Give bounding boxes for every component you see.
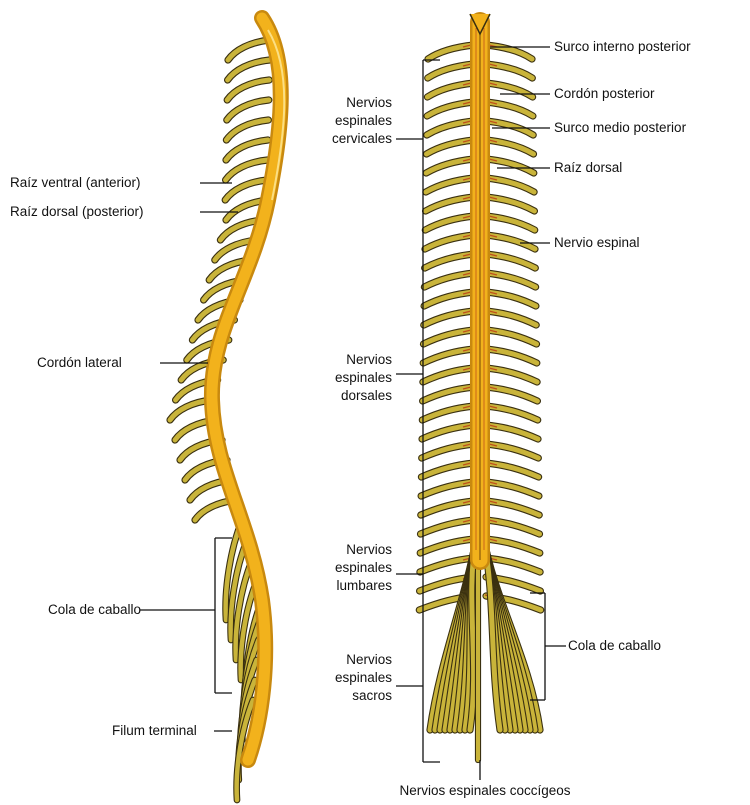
label-cordon-posterior: Cordón posterior: [554, 85, 655, 103]
label-nervio-espinal: Nervio espinal: [554, 234, 640, 252]
right-posterior-spinal-cord: [419, 14, 540, 760]
label-filum-terminal: Filum terminal: [112, 722, 197, 740]
label-surco-medio-posterior: Surco medio posterior: [554, 119, 686, 137]
label-raiz-dorsal: Raíz dorsal: [554, 159, 622, 177]
left-lateral-spinal-cord: [170, 18, 284, 800]
label-cordon-lateral: Cordón lateral: [37, 354, 122, 372]
label-raiz-ventral: Raíz ventral (anterior): [10, 174, 141, 192]
label-nervios-coccigeos: Nervios espinales coccígeos: [300, 782, 670, 800]
label-surco-interno-posterior: Surco interno posterior: [554, 38, 691, 56]
label-region-lumbares: Nervios espinales lumbares: [300, 541, 392, 595]
label-cola-de-caballo-right: Cola de caballo: [568, 637, 661, 655]
label-cola-de-caballo-left: Cola de caballo: [48, 601, 141, 619]
label-raiz-dorsal-posterior: Raíz dorsal (posterior): [10, 203, 144, 221]
label-region-dorsales: Nervios espinales dorsales: [300, 351, 392, 405]
label-region-sacros: Nervios espinales sacros: [300, 651, 392, 705]
label-region-cervicales: Nervios espinales cervicales: [300, 94, 392, 148]
